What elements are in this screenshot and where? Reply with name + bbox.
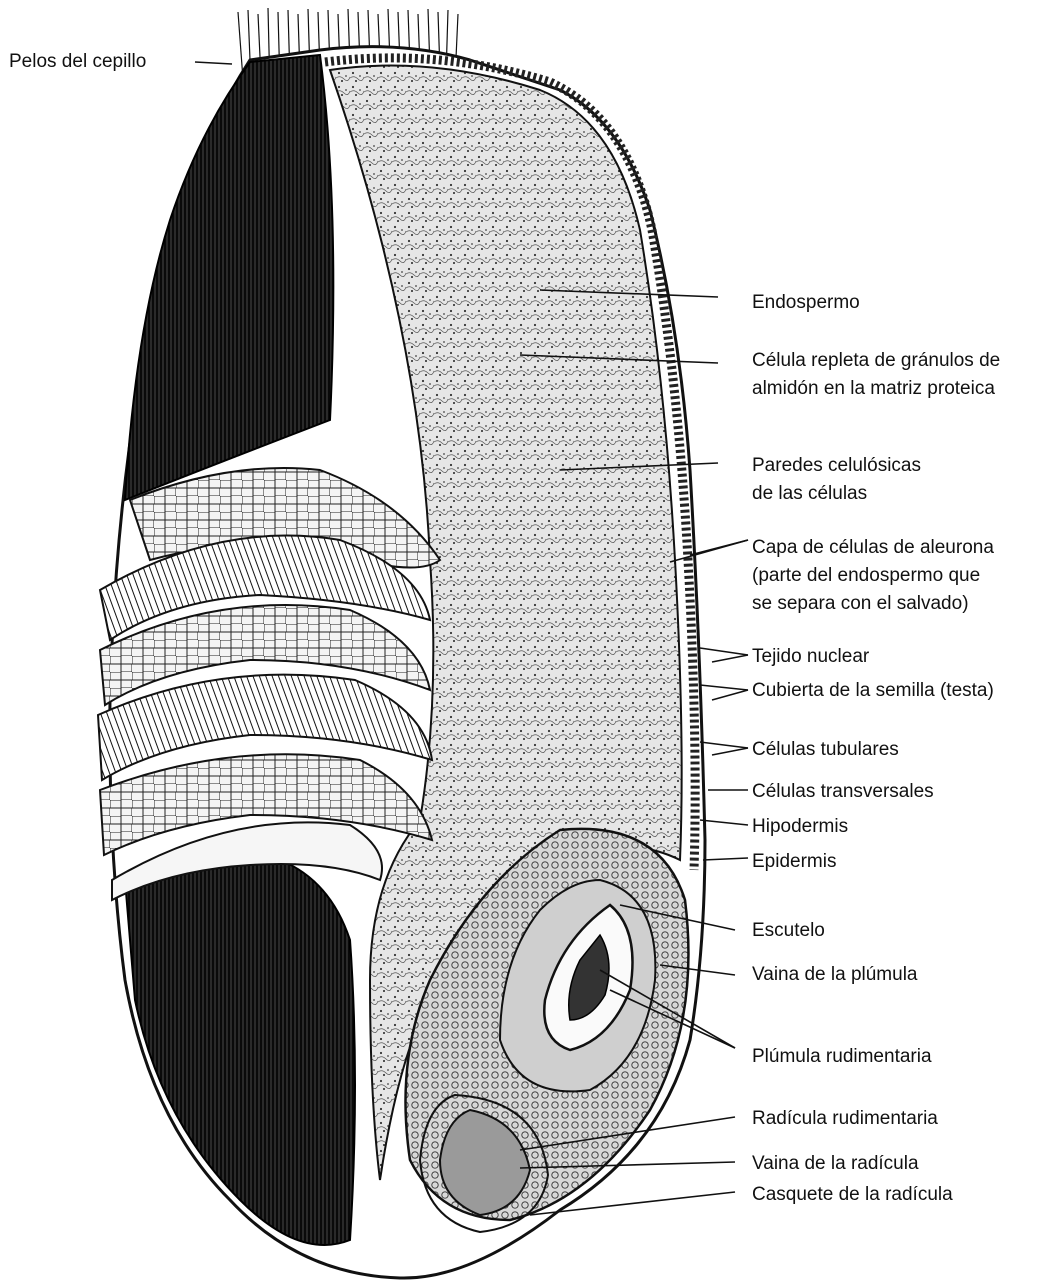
label-cross-cells: Células transversales: [752, 778, 934, 806]
label-aleurone-line3: se separa con el salvado): [752, 590, 994, 618]
label-starch-cell-line1: Célula repleta de gránulos de: [752, 347, 1000, 375]
label-aleurone-layer: Capa de células de aleurona (parte del e…: [752, 534, 994, 618]
label-plumule-sheath: Vaina de la plúmula: [752, 961, 917, 989]
label-starch-cell-line2: almidón en la matriz proteica: [752, 375, 1000, 403]
label-aleurone-line2: (parte del endospermo que: [752, 562, 994, 590]
label-cell-walls-line1: Paredes celulósicas: [752, 452, 921, 480]
label-root-cap: Casquete de la radícula: [752, 1181, 953, 1209]
bran-lower-face: [125, 860, 355, 1245]
label-brush-hairs: Pelos del cepillo: [9, 48, 146, 76]
label-rudimentary-plumule: Plúmula rudimentaria: [752, 1043, 932, 1071]
label-rudimentary-radicle: Radícula rudimentaria: [752, 1105, 938, 1133]
label-seed-coat: Cubierta de la semilla (testa): [752, 677, 994, 705]
label-aleurone-line1: Capa de células de aleurona: [752, 534, 994, 562]
label-epidermis: Epidermis: [752, 848, 836, 876]
label-starch-cell: Célula repleta de gránulos de almidón en…: [752, 347, 1000, 403]
label-nucellar-tissue: Tejido nuclear: [752, 643, 869, 671]
label-cell-walls: Paredes celulósicas de las células: [752, 452, 921, 508]
label-scutellum: Escutelo: [752, 917, 825, 945]
label-hypodermis: Hipodermis: [752, 813, 848, 841]
label-endosperm: Endospermo: [752, 289, 860, 317]
label-radicle-sheath: Vaina de la radícula: [752, 1150, 919, 1178]
label-tube-cells: Células tubulares: [752, 736, 899, 764]
label-cell-walls-line2: de las células: [752, 480, 921, 508]
